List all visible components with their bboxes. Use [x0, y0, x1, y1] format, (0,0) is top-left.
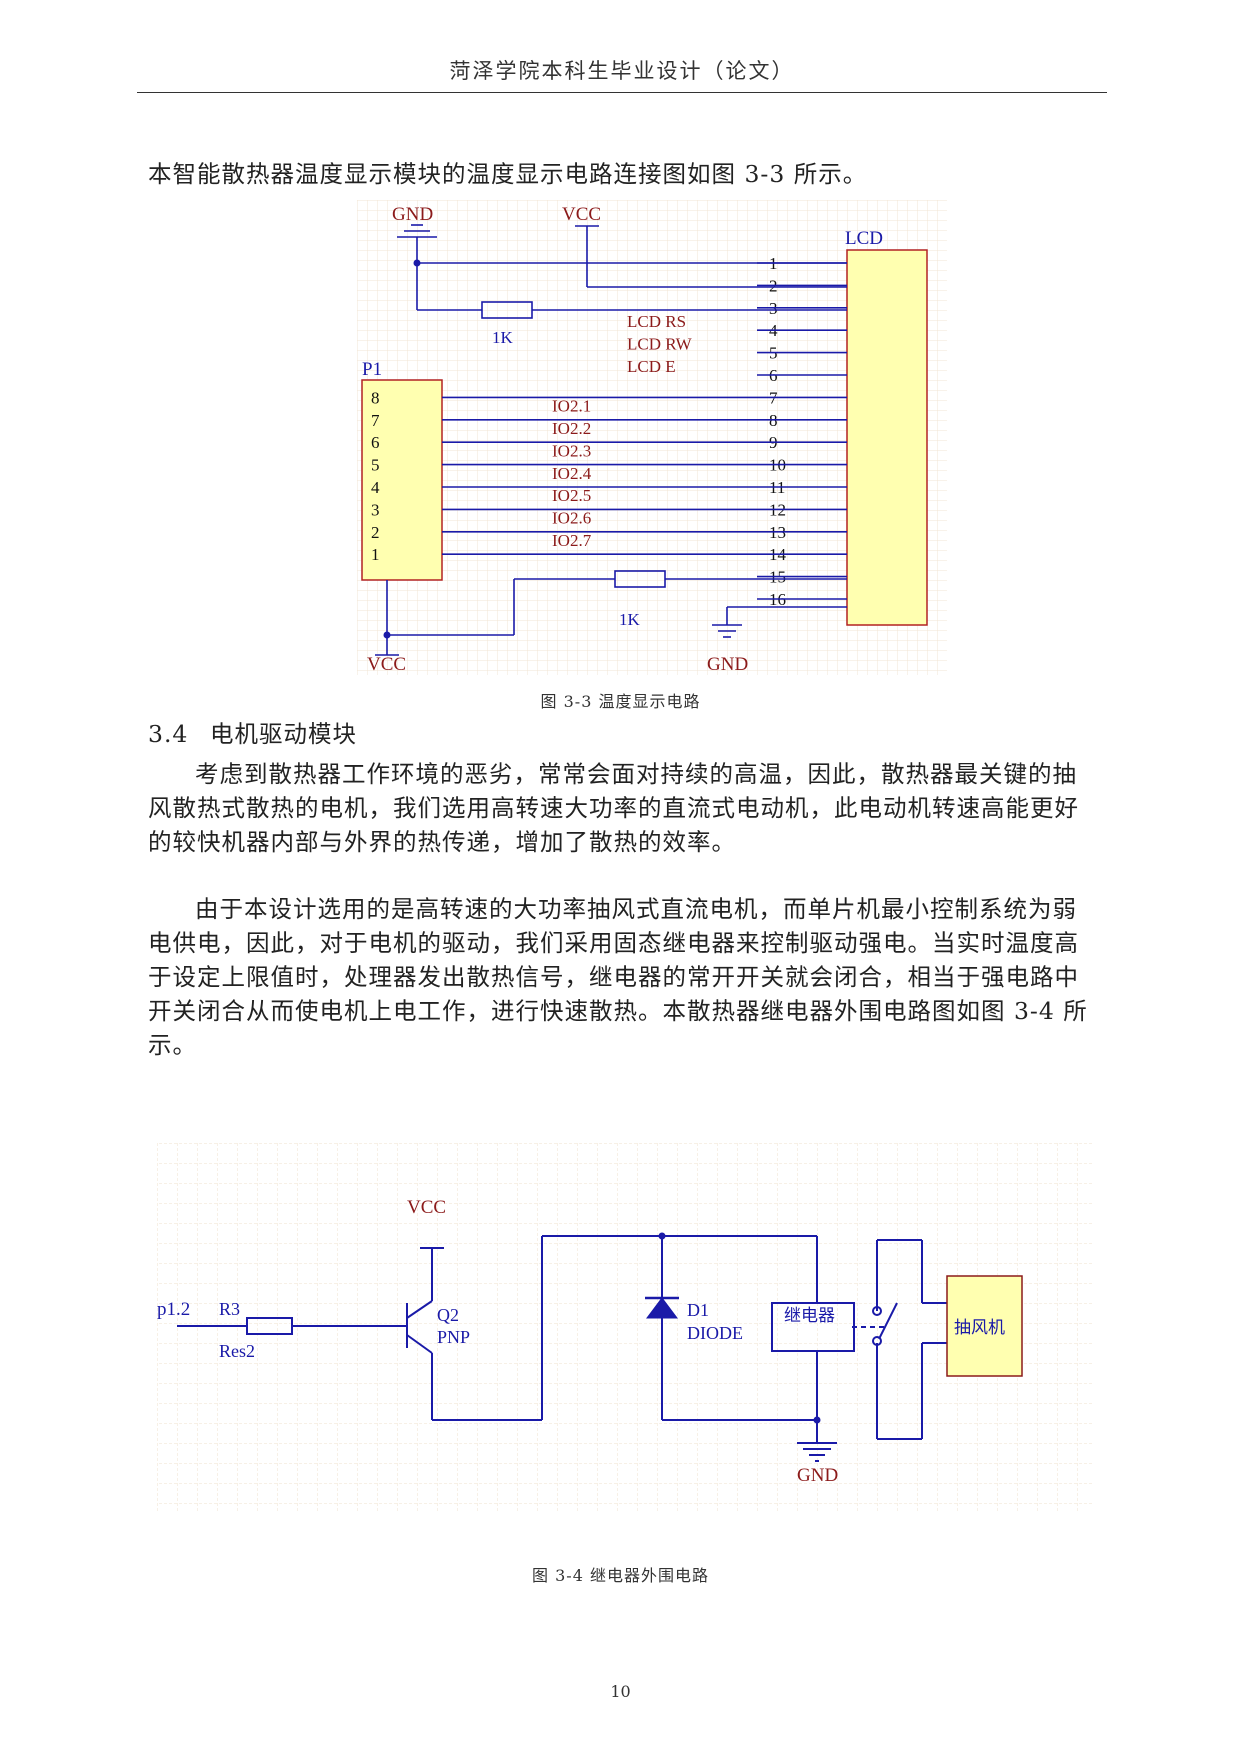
junction-dot — [383, 631, 391, 639]
junction-dot — [813, 1416, 821, 1424]
io-net-label: IO2.4 — [552, 464, 592, 483]
resistor-top-value: 1K — [492, 328, 514, 347]
relay-circuit-wires — [177, 1235, 947, 1462]
lcd-label: LCD — [845, 228, 883, 249]
lcd-signal-label: LCD RS — [627, 312, 686, 331]
section-heading: 3.4 电机驱动模块 — [148, 715, 357, 749]
vcc-top-symbol — [575, 225, 847, 288]
vcc-top-label: VCC — [562, 204, 601, 225]
p1-label: P1 — [362, 359, 382, 380]
d1-type: DIODE — [687, 1323, 743, 1343]
p1-pin-number: 8 — [371, 388, 380, 407]
p1-pin-number: 3 — [371, 500, 380, 519]
intro-paragraph: 本智能散热器温度显示模块的温度显示电路连接图如图 3-3 所示。 — [148, 160, 868, 188]
io-bus-wires — [442, 396, 757, 556]
input-net-label: p1.2 — [157, 1299, 190, 1320]
lcd-connector — [846, 249, 928, 626]
resistor-bottom — [614, 570, 666, 588]
page-number: 10 — [610, 1682, 631, 1701]
p1-pin-number: 2 — [371, 523, 380, 542]
paragraph-1: 考虑到散热器工作环境的恶劣，常常会面对持续的高温，因此，散热器最关键的抽风散热式… — [148, 760, 1079, 856]
vcc-label: VCC — [407, 1197, 446, 1218]
figure2-caption: 图 3-4 继电器外围电路 — [532, 1566, 709, 1585]
section-title: 电机驱动模块 — [210, 720, 357, 748]
bottom-wires — [375, 578, 847, 656]
grid-background — [157, 1143, 1092, 1513]
resistor-top — [481, 301, 533, 319]
io-net-label: IO2.5 — [552, 486, 591, 505]
io-net-label: IO2.2 — [552, 419, 591, 438]
p1-pin-number: 7 — [371, 411, 380, 430]
fan-box — [946, 1275, 1023, 1377]
io-net-label: IO2.6 — [552, 509, 591, 528]
vcc-bottom-label: VCC — [367, 654, 406, 675]
p1-connector — [361, 379, 443, 581]
lcd-signal-labels: LCD RS LCD RW LCD E — [627, 312, 693, 376]
io-net-label: IO2.7 — [552, 531, 592, 550]
junction-dot — [413, 259, 421, 267]
d1-ref: D1 — [687, 1300, 709, 1320]
diode-symbol — [646, 1297, 678, 1319]
relay-switch — [852, 1302, 898, 1346]
resistor-bottom-value: 1K — [619, 610, 641, 629]
lcd-signal-label: LCD E — [627, 357, 676, 376]
figure1-caption: 图 3-3 温度显示电路 — [540, 692, 701, 711]
p1-pin-numbers: 8 7 6 5 4 3 2 1 — [371, 388, 380, 564]
q2-type: PNP — [437, 1327, 470, 1347]
relay-coil — [771, 1302, 855, 1352]
header-rule — [137, 92, 1107, 93]
q2-ref: Q2 — [437, 1305, 459, 1325]
schematic-relay: p1.2 R3 Res2 VCC Q2 PNP D1 DIODE 继电器 抽风机… — [157, 1143, 1092, 1513]
r3-value: Res2 — [219, 1341, 255, 1361]
r3-ref: R3 — [219, 1299, 240, 1319]
p1-pin-number: 4 — [371, 478, 380, 497]
p1-pin-number: 5 — [371, 456, 380, 475]
io-net-label: IO2.1 — [552, 397, 591, 416]
fan-label: 抽风机 — [954, 1318, 1005, 1337]
page-header: 菏泽学院本科生毕业设计（论文） — [449, 59, 795, 83]
resistor-r3 — [246, 1317, 293, 1335]
paragraph-2: 由于本设计选用的是高转速的大功率抽风式直流电机，而单片机最小控制系统为弱电供电，… — [148, 895, 1088, 1059]
junction-dot — [658, 1232, 666, 1240]
section-number: 3.4 — [148, 720, 189, 748]
gnd-top-label: GND — [392, 204, 433, 225]
p1-pin-number: 1 — [371, 545, 380, 564]
lcd-signal-label: LCD RW — [627, 335, 693, 354]
io-net-label: IO2.3 — [552, 441, 591, 460]
gnd-top-symbol — [397, 224, 847, 311]
relay-label: 继电器 — [784, 1306, 835, 1325]
gnd-bottom-label: GND — [707, 654, 748, 675]
figure-relay-circuit: p1.2 R3 Res2 VCC Q2 PNP D1 DIODE 继电器 抽风机… — [157, 1143, 1092, 1517]
gnd-label: GND — [797, 1465, 838, 1486]
p1-pin-number: 6 — [371, 433, 380, 452]
